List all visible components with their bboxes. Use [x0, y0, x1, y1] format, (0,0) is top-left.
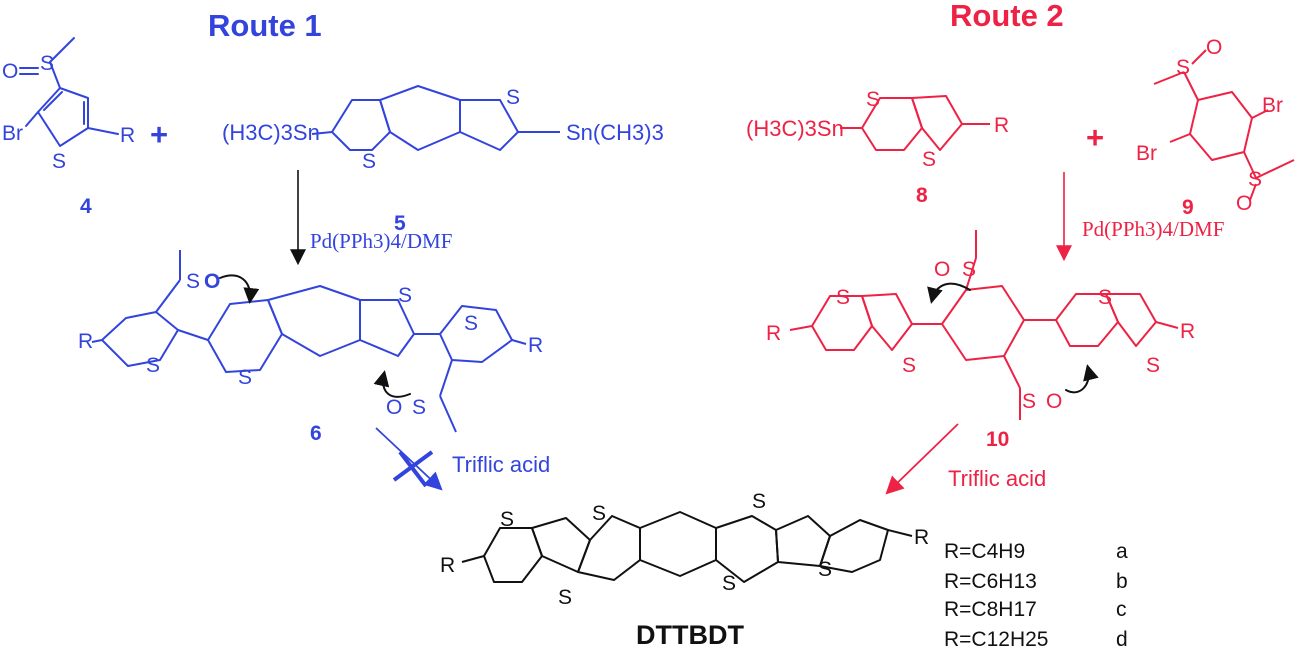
- atom-r-10-left: R: [766, 322, 781, 345]
- atom-s-p4: S: [722, 572, 736, 595]
- atom-r-4: R: [120, 124, 135, 147]
- compound-8-structure: [840, 95, 990, 151]
- atom-br-4: Br: [2, 122, 23, 145]
- acid-route-1: Triflic acid: [452, 452, 550, 477]
- reaction-arrow-route-2-acid: [885, 423, 959, 495]
- catalyst-route-2: Pd(PPh3)4/DMF: [1082, 217, 1224, 241]
- atom-o-10b: O: [1046, 390, 1062, 413]
- atom-s-10a: S: [836, 286, 850, 309]
- atom-s-9b: S: [1248, 168, 1262, 191]
- atom-r-product-right: R: [914, 526, 929, 549]
- atom-s-8a: S: [866, 88, 880, 111]
- atom-r-product-left: R: [440, 554, 455, 577]
- stannyl-right-5: Sn(CH3)3: [566, 120, 664, 145]
- atom-s-5b: S: [506, 86, 520, 109]
- product-dttbdt-group: R S S S S S S R DTTBDT R=C4H9 a R=C6H13 …: [440, 490, 1128, 651]
- atom-s-10b: S: [902, 354, 916, 377]
- atom-s-8b: S: [922, 148, 936, 171]
- atom-r-10-right: R: [1180, 320, 1195, 343]
- compound-5-structure: [311, 85, 560, 151]
- acid-route-2: Triflic acid: [948, 466, 1046, 491]
- atom-s-p1: S: [500, 508, 514, 531]
- atom-o-10a: O: [934, 258, 950, 281]
- dttbdt-structure: [461, 511, 913, 583]
- route-1-title: Route 1: [208, 8, 322, 43]
- atom-s-p6: S: [818, 558, 832, 581]
- atom-s-ring-6a: S: [146, 354, 160, 377]
- r-group-tag-d: d: [1116, 628, 1128, 651]
- compound-6-label: 6: [310, 422, 322, 445]
- product-name: DTTBDT: [636, 620, 744, 650]
- atom-r-8: R: [994, 114, 1009, 137]
- atom-o-9b: O: [1236, 192, 1252, 215]
- atom-s-p2: S: [558, 586, 572, 609]
- compound-5-label: 5: [394, 212, 406, 235]
- r-group-formula-c: R=C8H17: [944, 598, 1037, 621]
- atom-s-10c: S: [1098, 286, 1112, 309]
- atom-s-5a: S: [362, 150, 376, 173]
- compound-4-label: 4: [80, 195, 92, 218]
- r-group-formula-b: R=C6H13: [944, 570, 1037, 593]
- compound-9-structure: [1153, 49, 1295, 201]
- atom-s-ring-6b: S: [238, 366, 252, 389]
- stannyl-left-5: (H3C)3Sn: [222, 120, 320, 145]
- compound-8-label: 8: [916, 184, 928, 207]
- plus-sign-route-1: +: [150, 117, 168, 152]
- atom-s-ring-6c: S: [398, 284, 412, 307]
- atom-s-10d: S: [1146, 354, 1160, 377]
- atom-s-ring-4: S: [52, 150, 66, 173]
- atom-o-6a: O: [204, 270, 220, 293]
- catalyst-route-1: Pd(PPh3)4/DMF: [310, 229, 452, 253]
- r-group-tag-b: b: [1116, 570, 1128, 593]
- atom-s-9a: S: [1176, 56, 1190, 79]
- compound-6-structure: [91, 250, 527, 433]
- route-2-title: Route 2: [950, 0, 1064, 33]
- r-group-tag-c: c: [1116, 598, 1127, 621]
- atom-s-p3: S: [592, 502, 606, 525]
- route-2-group: Route 2 (H3C)3Sn S S R 8 + S O Br Br: [746, 0, 1295, 495]
- atom-s-p5: S: [752, 490, 766, 513]
- atom-o-4: O: [2, 60, 18, 83]
- atom-br-9a: Br: [1262, 94, 1283, 117]
- route-1-group: Route 1 S O Br S R + 4 (H3C)3Sn S: [2, 8, 664, 491]
- r-group-formula-d: R=C12H25: [944, 628, 1048, 651]
- stannyl-compound-8: (H3C)3Sn: [746, 116, 844, 141]
- atom-s-sulfoxide-6a: S: [186, 270, 200, 293]
- failed-arrow-route-1: [375, 427, 443, 491]
- r-group-tag-a: a: [1116, 540, 1128, 563]
- atom-o-6b: O: [386, 396, 402, 419]
- plus-sign-route-2: +: [1086, 120, 1104, 155]
- compound-10-structure: [789, 230, 1179, 420]
- atom-s-sulfoxide-10a: S: [962, 258, 976, 281]
- compound-4-structure: [19, 37, 119, 147]
- atom-br-9b: Br: [1136, 142, 1157, 165]
- compound-10-label: 10: [986, 428, 1009, 451]
- atom-r-6-left: R: [78, 330, 93, 353]
- atom-s-sulfoxide-10b: S: [1022, 390, 1036, 413]
- atom-s-ring-6d: S: [464, 312, 478, 335]
- atom-s-sulfoxide-6b: S: [412, 396, 426, 419]
- compound-9-label: 9: [1182, 196, 1194, 219]
- r-group-formula-a: R=C4H9: [944, 540, 1025, 563]
- r-group-legend: R=C4H9 a R=C6H13 b R=C8H17 c R=C12H25 d: [944, 540, 1128, 651]
- atom-r-6-right: R: [528, 334, 543, 357]
- atom-s-sulfoxide-4: S: [40, 52, 54, 75]
- atom-o-9a: O: [1206, 36, 1222, 59]
